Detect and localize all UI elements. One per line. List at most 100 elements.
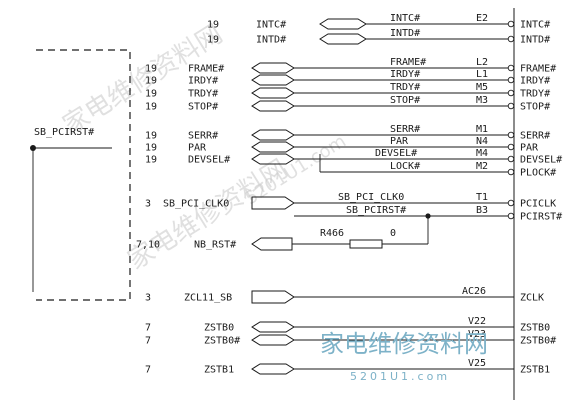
net-label: STOP# bbox=[188, 102, 218, 113]
pin-circle bbox=[507, 131, 515, 139]
pin-number: M5 bbox=[476, 82, 488, 93]
port-label: PCICLK bbox=[520, 199, 556, 210]
resistor-label: R466 bbox=[320, 228, 344, 239]
bidir-buffer bbox=[319, 33, 367, 45]
bidir-buffer bbox=[251, 100, 295, 112]
line-label: DEVSEL# bbox=[375, 148, 417, 159]
pin-number: V25 bbox=[468, 358, 486, 369]
pin-number: N4 bbox=[476, 136, 488, 147]
page-ref: 19 bbox=[145, 89, 157, 100]
pin-number: L1 bbox=[476, 69, 488, 80]
page-ref: 19 bbox=[145, 64, 157, 75]
pin-number: E2 bbox=[476, 13, 488, 24]
page-ref: 7,10 bbox=[136, 240, 160, 251]
pin-number: M2 bbox=[476, 161, 488, 172]
page-ref: 7 bbox=[145, 336, 151, 347]
pin-number: M3 bbox=[476, 95, 488, 106]
pin-circle bbox=[507, 35, 515, 43]
site-logo-text: 家电维修资料网 bbox=[320, 330, 488, 358]
net-label: SB_PCI_CLK0 bbox=[163, 199, 229, 210]
page-ref: 19 bbox=[145, 102, 157, 113]
page-ref: 3 bbox=[145, 293, 151, 304]
bidir-buffer bbox=[251, 321, 295, 333]
bidir-buffer bbox=[251, 62, 295, 74]
input-arrow bbox=[251, 196, 295, 210]
page-ref: 19 bbox=[145, 143, 157, 154]
line-label: STOP# bbox=[390, 95, 420, 106]
resistor-value: 0 bbox=[390, 228, 396, 239]
pin-number: M1 bbox=[476, 124, 488, 135]
net-label: INTC# bbox=[256, 20, 286, 31]
line-label: INTD# bbox=[390, 28, 420, 39]
net-label: ZSTB0 bbox=[204, 323, 234, 334]
net-label: NB_RST# bbox=[194, 240, 236, 251]
net-label: INTD# bbox=[256, 35, 286, 46]
port-label: SERR# bbox=[520, 131, 550, 142]
pin-number: M4 bbox=[476, 148, 488, 159]
pin-circle bbox=[507, 20, 515, 28]
watermark-cn-2: 家电维修资料网 bbox=[123, 154, 293, 276]
left-block-label: SB_PCIRST# bbox=[34, 127, 94, 138]
bidir-buffer bbox=[251, 363, 295, 375]
net-label: PAR bbox=[188, 143, 207, 154]
line-label: SERR# bbox=[390, 124, 420, 135]
page-ref: 7 bbox=[145, 365, 151, 376]
port-label: PLOCK# bbox=[520, 168, 556, 179]
net-label: FRAME# bbox=[188, 64, 224, 75]
pin-number: T1 bbox=[476, 192, 488, 203]
pin-circle bbox=[507, 168, 515, 176]
bidir-buffer bbox=[251, 141, 295, 153]
pin-number: L2 bbox=[476, 57, 488, 68]
page-ref: 7 bbox=[145, 323, 151, 334]
net-label: DEVSEL# bbox=[188, 155, 230, 166]
bidir-buffer bbox=[319, 18, 367, 30]
pin-number: V22 bbox=[468, 316, 486, 327]
port-label: ZSTB0# bbox=[520, 336, 556, 347]
site-logo: 家电维修资料网 5201U1.com bbox=[320, 330, 488, 383]
page-ref: 19 bbox=[207, 20, 219, 31]
port-label: INTC# bbox=[520, 20, 550, 31]
port-label: PAR bbox=[520, 143, 539, 154]
line-label: SB_PCIRST# bbox=[346, 205, 406, 216]
bidir-buffer bbox=[251, 87, 295, 99]
nb-reset-row: 7,10 NB_RST# R466 0 bbox=[136, 228, 428, 251]
input-arrow bbox=[251, 290, 295, 304]
net-label: SERR# bbox=[188, 131, 218, 142]
port-label: STOP# bbox=[520, 102, 550, 113]
left-block: SB_PCIRST# bbox=[30, 49, 131, 301]
pin-number: B3 bbox=[476, 205, 488, 216]
port-label: ZCLK bbox=[520, 293, 544, 304]
page-ref: 19 bbox=[207, 35, 219, 46]
line-label: LOCK# bbox=[390, 161, 420, 172]
net-label: IRDY# bbox=[188, 76, 218, 87]
bidir-buffer bbox=[251, 334, 295, 346]
line-label: FRAME# bbox=[390, 57, 426, 68]
pin-circle bbox=[507, 102, 515, 110]
pin-number: AC26 bbox=[462, 286, 486, 297]
port-label: ZSTB0 bbox=[520, 323, 550, 334]
bidir-buffer bbox=[251, 74, 295, 86]
pin-circle bbox=[507, 155, 515, 163]
net-label: ZSTB0# bbox=[204, 336, 240, 347]
page-ref: 19 bbox=[145, 155, 157, 166]
pin-number: V23 bbox=[468, 329, 486, 340]
net-label: TRDY# bbox=[188, 89, 218, 100]
line-label: PAR bbox=[390, 136, 409, 147]
port-label: PCIRST# bbox=[520, 212, 562, 223]
left-block-border bbox=[36, 49, 131, 301]
line-label: SB_PCI_CLK0 bbox=[338, 192, 404, 203]
